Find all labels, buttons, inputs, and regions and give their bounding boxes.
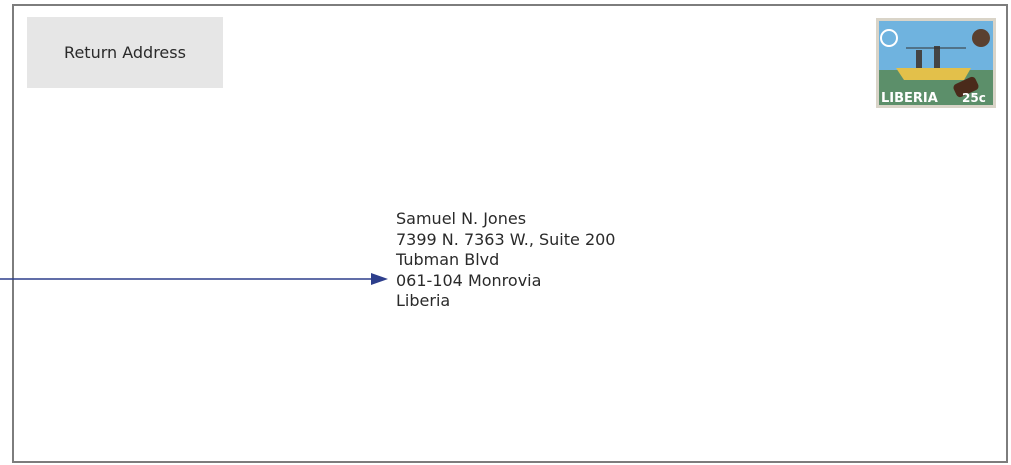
recipient-city: 061-104 Monrovia <box>396 270 542 290</box>
stamp-country: LIBERIA <box>881 91 938 106</box>
recipient-country: Liberia <box>396 291 451 311</box>
ship-icon <box>896 68 971 80</box>
recipient-street-2: Tubman Blvd <box>396 250 500 270</box>
arrow-pointer <box>0 273 388 285</box>
recipient-street: 7399 N. 7363 W., Suite 200 <box>396 229 616 249</box>
arrow-head-icon <box>371 273 388 285</box>
postage-stamp: LIBERIA 25c <box>876 18 996 108</box>
recipient-name: Samuel N. Jones <box>396 209 527 228</box>
cable-reel-icon <box>953 76 979 98</box>
portrait-icon <box>972 29 990 47</box>
return-address-label: Return Address <box>64 43 186 62</box>
stamp-value: 25c <box>962 91 986 105</box>
globe-emblem-icon <box>880 29 898 47</box>
return-address-box: Return Address <box>27 17 223 88</box>
recipient-address: Samuel N. Jones 7399 N. 7363 W., Suite 2… <box>396 209 615 312</box>
